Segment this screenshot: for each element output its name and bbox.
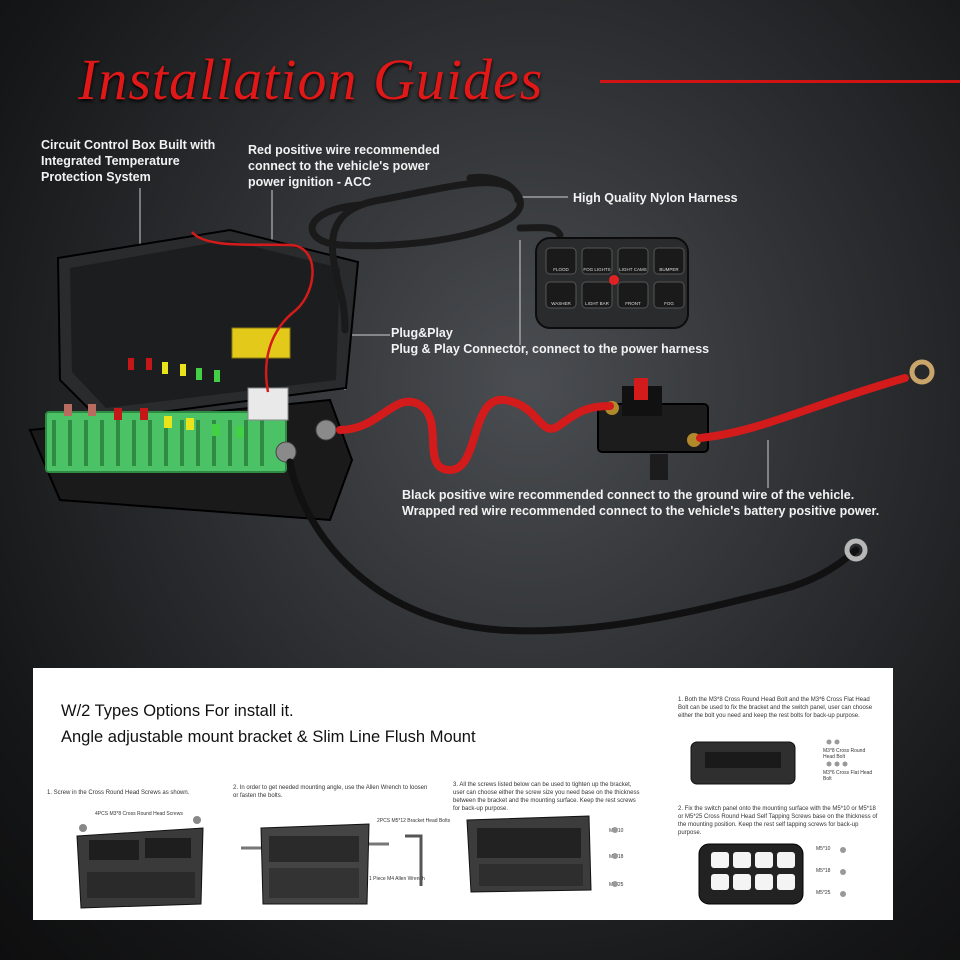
callout-bolts: 2PCS M5*12 Bracket Head Bolts [377,818,451,824]
step-1-text: 1. Screw in the Cross Round Head Screws … [47,790,190,796]
control-box [28,228,360,522]
step-2-text: 2. In order to get needed mounting angle… [233,785,428,799]
red-wire [336,395,614,475]
callout-m3-8: M3*8 Cross Round Head Bolt [823,748,866,760]
red-wire-label: Red positive wire recommended connect to… [248,142,440,190]
plug-connector [247,387,289,421]
plug-play-label-line2: Plug & Play Connector, connect to the po… [391,342,710,356]
size-m5-18-b: M5*18 [816,868,831,874]
switch-panel-right [698,843,846,905]
nylon-harness [308,173,564,334]
switch-button-label: LIGHT CAMS [619,267,646,272]
callout-wrench: 1 Piece M4 Allen Wrench [369,876,425,882]
size-m5-10-b: M5*10 [816,846,831,852]
callout-screws: 4PCS M3*8 Cross Round Head Screws [95,811,183,817]
red-battery-lead [696,374,909,442]
right-step-1-text: 1. Both the M3*8 Cross Round Head Bolt a… [678,697,873,719]
circuit-breaker [597,378,709,480]
control-box-label: Circuit Control Box Built with Integrate… [41,137,215,185]
size-m5-25-b: M5*25 [816,890,831,896]
acc-wire [191,231,314,393]
right-step-2-text: 2. Fix the switch panel onto the mountin… [678,806,878,836]
control-box-label-line2: Integrated Temperature [41,154,180,168]
ground-label-line1: Black positive wire recommended connect … [402,488,855,502]
control-box-label-line1: Circuit Control Box Built with [41,138,216,152]
bracket-step3 [466,815,618,893]
install-heading-1: W/2 Types Options For install it. [61,702,294,720]
ground-wire [286,458,860,635]
ground-label-line2: Wrapped red wire recommended connect to … [402,504,880,518]
step-3-text: 3. All the screws listed below can be us… [453,782,640,812]
switch-button-label: FOG LIGHTS [583,267,610,272]
switch-button-label: FRONT [625,301,641,306]
plug-play-label: Plug&Play Plug & Play Connector, connect… [391,325,709,357]
plug-play-label-line1: Plug&Play [391,326,453,340]
switch-button-label: FLOOD [553,267,569,272]
battery-terminal-ring [909,359,935,385]
title-underline [600,80,960,83]
red-wire-label-line1: Red positive wire recommended [248,143,440,157]
switch-button-label: LIGHT BAR [585,301,609,306]
install-panel: W/2 Types Options For install it. Angle … [33,668,893,920]
leader-plug [344,334,390,390]
install-heading-2: Angle adjustable mount bracket & Slim Li… [61,728,476,746]
red-wire-label-line2: connect to the vehicle's power [248,159,430,173]
switch-button-label: WASHER [551,301,571,306]
harness-label: High Quality Nylon Harness [573,191,738,205]
ground-terminal-ring [844,538,868,562]
control-box-label-line3: Protection System [41,170,151,184]
bracket-right [690,739,848,785]
ground-label: Black positive wire recommended connect … [402,487,879,519]
bracket-step1 [76,816,204,909]
red-wire-label-line3: power ignition - ACC [248,175,372,189]
switch-button-label: BUMPER [659,267,679,272]
relay-connector [231,327,291,359]
page-title: Installation Guides [78,47,544,112]
install-illustrations [76,739,848,909]
callout-m3-6: M3*6 Cross Flat Head Bolt [823,770,873,782]
bracket-step2 [241,823,423,905]
switch-panel: FLOOD FOG LIGHTS LIGHT CAMS BUMPER WASHER LIG… [535,237,689,329]
wiring-diagram: FLOOD FOG LIGHTS LIGHT CAMS BUMPER WASHER LIG… [28,173,935,635]
switch-button-label: FOG [664,301,674,306]
